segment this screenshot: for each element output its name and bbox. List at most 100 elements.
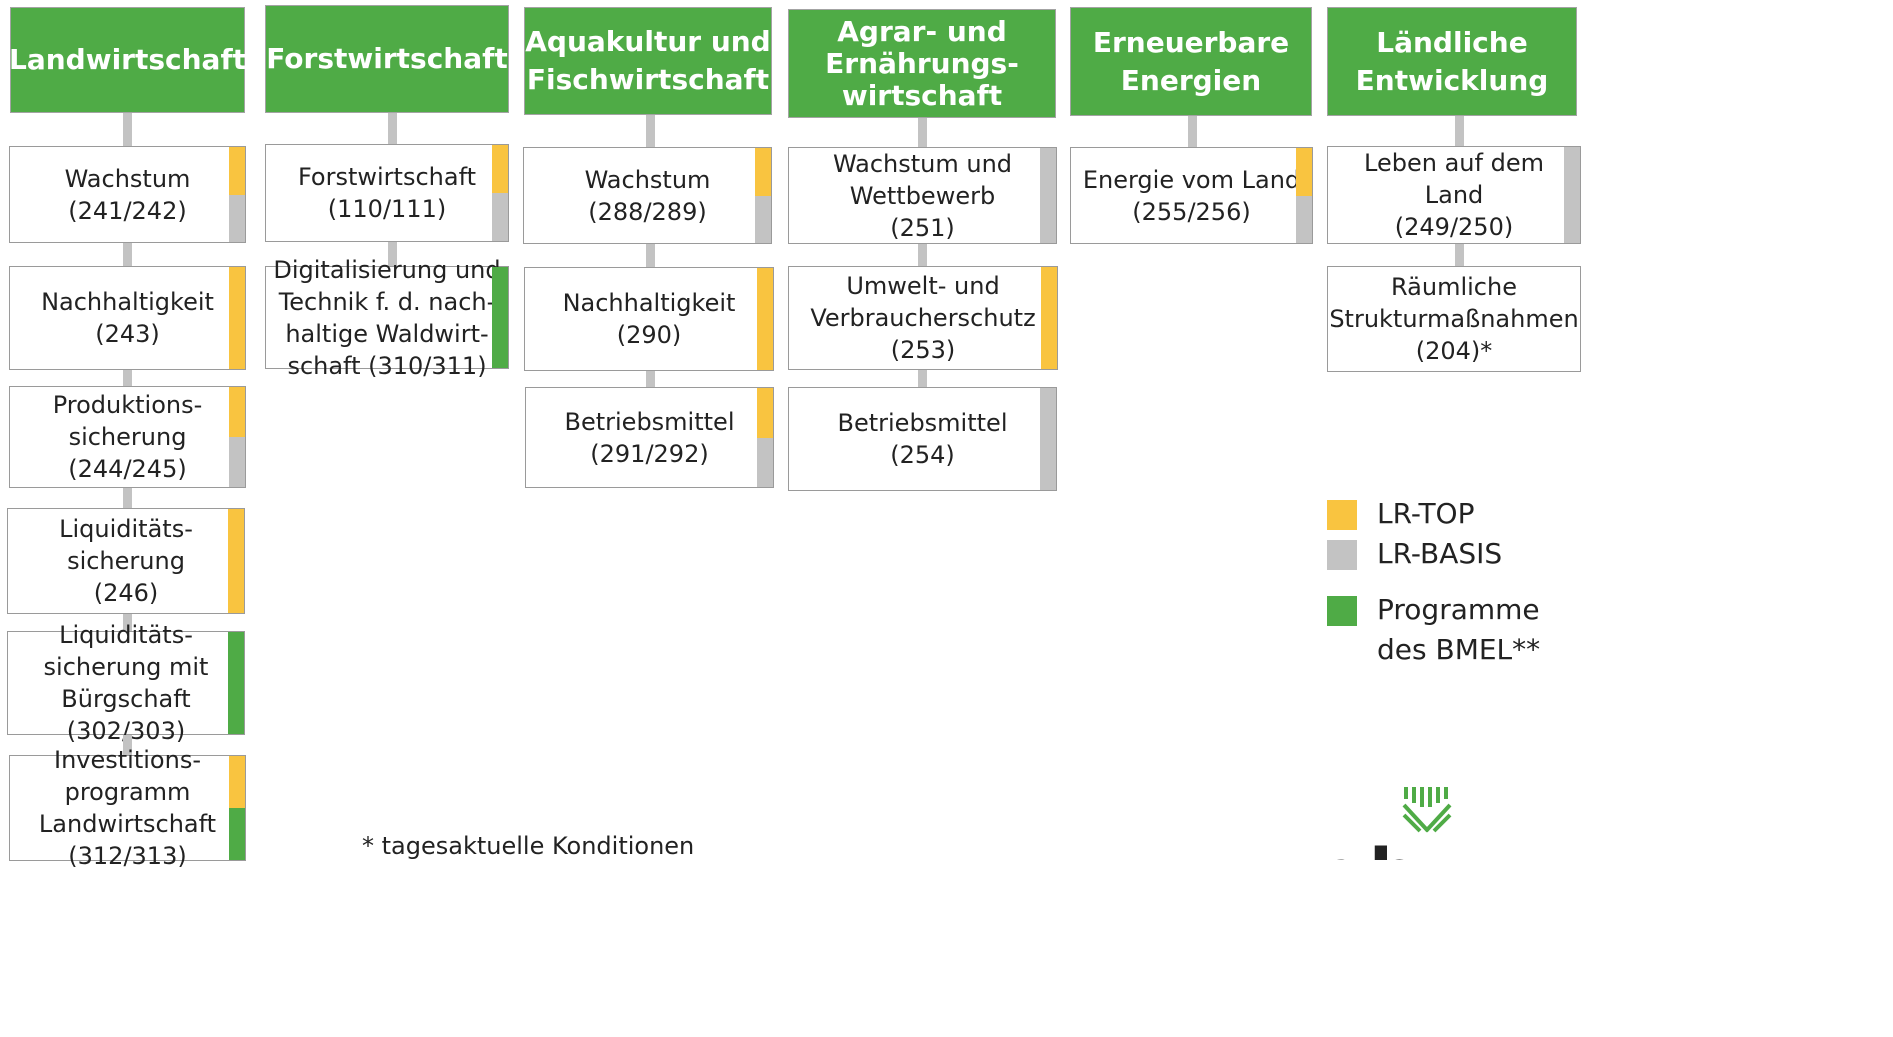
connector-line	[123, 243, 132, 266]
marker-yellow	[229, 756, 245, 808]
program-box-wachstum-241[interactable]: Wachstum (241/242)	[9, 146, 246, 243]
connector-line	[388, 242, 397, 266]
connector-line	[123, 488, 132, 508]
legend-swatch-lr-top	[1327, 500, 1357, 530]
marker-gray	[229, 437, 245, 487]
marker-yellow	[228, 509, 244, 613]
connector-line	[646, 115, 655, 147]
legend-label-lr-top: LR-TOP	[1377, 497, 1475, 530]
logo-wordmark: r b	[1310, 840, 1419, 860]
connector-line	[388, 113, 397, 144]
marker-gray	[1564, 147, 1580, 243]
marker-gray	[1296, 195, 1312, 243]
marker-strip	[228, 632, 244, 734]
program-box-betriebsmittel-254[interactable]: Betriebsmittel (254)	[788, 387, 1057, 491]
marker-yellow	[1296, 148, 1312, 196]
program-label: Betriebsmittel (291/292)	[564, 407, 735, 468]
marker-yellow	[757, 268, 773, 370]
program-box-liquiditaetssicherung-246[interactable]: Liquiditäts- sicherung (246)	[7, 508, 245, 614]
column-header-forstwirtschaft-label: Forstwirtschaft	[266, 42, 508, 75]
connector-line	[123, 370, 132, 386]
program-label: Leben auf dem Land (249/250)	[1364, 149, 1544, 241]
program-label: Räumliche Strukturmaßnahmen (204)*	[1329, 273, 1579, 365]
connector-line	[123, 614, 132, 631]
marker-strip	[228, 509, 244, 613]
connector-line	[918, 244, 927, 266]
connector-line	[123, 735, 132, 755]
marker-strip	[229, 756, 245, 860]
marker-gray	[1040, 388, 1056, 490]
marker-yellow	[1041, 267, 1057, 369]
column-header-energien-label: Erneuerbare Energien	[1092, 25, 1290, 97]
marker-yellow	[492, 145, 508, 193]
marker-yellow	[757, 388, 773, 438]
marker-green	[492, 267, 508, 368]
column-header-landwirtschaft: Landwirtschaft	[8, 7, 247, 113]
marker-strip	[229, 267, 245, 369]
column-header-agrar: Agrar- und Ernährungs- wirtschaft	[788, 9, 1056, 118]
column-header-forstwirtschaft: Forstwirtschaft	[265, 5, 509, 113]
connector-line	[918, 370, 927, 387]
connector-line	[123, 113, 132, 146]
column-header-agrar-label: Agrar- und Ernährungs- wirtschaft	[825, 14, 1019, 112]
marker-green	[229, 808, 245, 860]
bank-logo: r b	[1290, 780, 1570, 860]
program-label: Investitions- programm Landwirtschaft (3…	[38, 746, 217, 870]
program-box-leben-auf-dem-land-249[interactable]: Leben auf dem Land (249/250)	[1327, 146, 1581, 244]
legend-label-lr-basis: LR-BASIS	[1377, 537, 1503, 570]
program-label: Nachhaltigkeit (243)	[41, 288, 214, 348]
marker-gray	[757, 437, 773, 487]
legend-swatch-lr-basis	[1327, 540, 1357, 570]
program-box-wachstum-288[interactable]: Wachstum (288/289)	[523, 147, 772, 244]
connector-line	[918, 118, 927, 147]
program-box-wachstum-wettbewerb-251[interactable]: Wachstum und Wettbewerb (251)	[788, 147, 1057, 244]
program-label: Forstwirtschaft (110/111)	[297, 163, 477, 223]
program-box-nachhaltigkeit-243[interactable]: Nachhaltigkeit (243)	[9, 266, 246, 370]
program-box-umwelt-verbraucherschutz-253[interactable]: Umwelt- und Verbraucherschutz (253)	[788, 266, 1058, 370]
connector-line	[1455, 244, 1464, 266]
program-label: Betriebsmittel (254)	[837, 409, 1008, 469]
marker-strip	[229, 147, 245, 242]
program-box-energie-vom-land-255[interactable]: Energie vom Land (255/256)	[1070, 147, 1313, 244]
program-box-forstwirtschaft-110[interactable]: Forstwirtschaft (110/111)	[265, 144, 509, 242]
legend-swatch-programme-bmel	[1327, 596, 1357, 626]
column-header-energien: Erneuerbare Energien	[1070, 7, 1312, 116]
marker-strip	[492, 267, 508, 368]
marker-gray	[1040, 148, 1056, 243]
program-box-liquiditaetssicherung-buergschaft-302[interactable]: Liquiditäts- sicherung mit Bürgschaft (3…	[7, 621, 245, 745]
connector-line	[1188, 116, 1197, 147]
program-box-betriebsmittel-291[interactable]: Betriebsmittel (291/292)	[525, 387, 774, 488]
program-label: Wachstum (288/289)	[584, 165, 711, 226]
marker-strip	[229, 387, 245, 487]
marker-strip	[1296, 148, 1312, 243]
marker-yellow	[229, 147, 245, 195]
marker-strip	[757, 388, 773, 487]
column-header-aquakultur: Aquakultur und Fischwirtschaft	[524, 7, 772, 115]
marker-strip	[757, 268, 773, 370]
program-label: Umwelt- und Verbraucherschutz (253)	[810, 272, 1036, 364]
column-header-aquakultur-label: Aquakultur und Fischwirtschaft	[525, 25, 771, 96]
marker-gray	[755, 195, 771, 243]
program-label: Liquiditäts- sicherung (246)	[59, 515, 193, 607]
marker-strip	[1040, 148, 1056, 243]
wheat-emblem-icon	[1402, 783, 1452, 833]
column-header-laendlich: Ländliche Entwicklung	[1327, 7, 1577, 116]
marker-gray	[229, 194, 245, 242]
legend: LR-TOP LR-BASIS Programme des BMEL**	[1327, 497, 1577, 678]
connector-line	[646, 244, 655, 267]
marker-yellow	[229, 267, 245, 369]
program-box-digitalisierung-310[interactable]: Digitalisierung und Technik f. d. nach- …	[265, 256, 509, 380]
connector-line	[1455, 116, 1464, 146]
program-box-raeumliche-strukturmassnahmen-204[interactable]: Räumliche Strukturmaßnahmen (204)*	[1327, 266, 1581, 372]
program-label: Digitalisierung und Technik f. d. nach- …	[273, 255, 501, 380]
program-box-investitionsprogramm-312[interactable]: Investitions- programm Landwirtschaft (3…	[9, 746, 246, 870]
program-box-produktionssicherung-244[interactable]: Produktions- sicherung (244/245)	[9, 386, 246, 488]
program-box-nachhaltigkeit-290[interactable]: Nachhaltigkeit (290)	[524, 267, 774, 371]
column-header-laendlich-label: Ländliche Entwicklung	[1355, 25, 1549, 97]
column-header-landwirtschaft-label: Landwirtschaft	[8, 43, 247, 76]
program-label: Wachstum (241/242)	[64, 164, 191, 225]
program-label: Wachstum und Wettbewerb (251)	[832, 149, 1013, 242]
marker-yellow	[229, 387, 245, 437]
marker-yellow	[755, 148, 771, 196]
marker-strip	[492, 145, 508, 241]
